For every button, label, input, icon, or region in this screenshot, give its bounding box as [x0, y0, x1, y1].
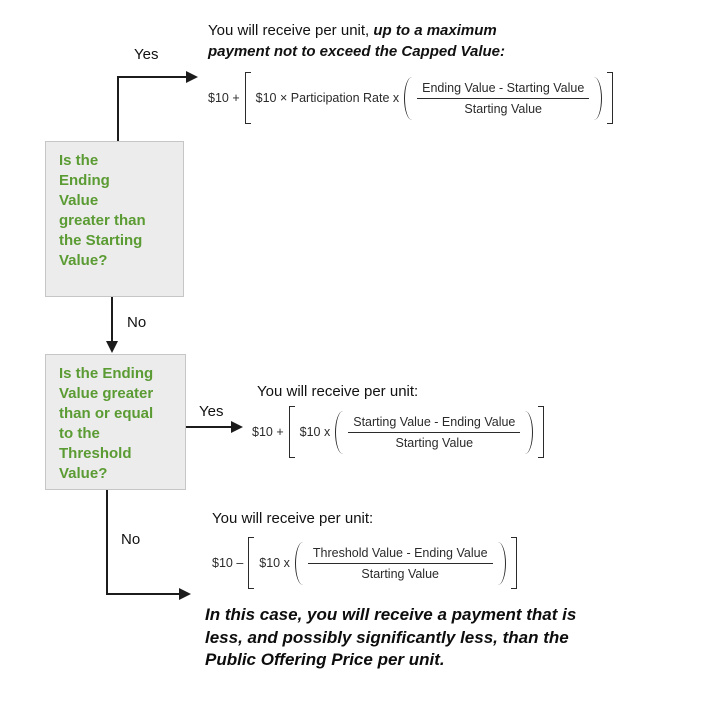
capped-caption-emphasis: up to a maximum payment not to exceed th…	[208, 22, 506, 60]
left-paren-icon	[335, 410, 343, 454]
right-paren-icon	[525, 410, 534, 454]
formula-threshold: $10 + $10 x Starting Value - Ending Valu…	[252, 406, 545, 458]
formula-capped: $10 + $10 × Participation Rate x Ending …	[208, 72, 614, 124]
arrowhead-right-icon	[179, 587, 191, 600]
fraction-denominator: Starting Value	[361, 566, 439, 581]
left-paren-icon	[294, 541, 303, 585]
formula-lead: $10 +	[252, 425, 284, 439]
decision-question-1: Is the Ending Value greater than the Sta…	[59, 152, 146, 270]
left-bracket-icon	[248, 537, 255, 589]
no-label-1: No	[127, 314, 147, 331]
yes-label-1: Yes	[134, 46, 159, 63]
formula-inner-term: $10 x	[299, 425, 331, 439]
decision-box-ending-vs-starting: Is the Ending Value greater than the Sta…	[45, 141, 184, 297]
arrowhead-right-icon	[186, 70, 198, 83]
connector-no2-vertical	[106, 490, 108, 595]
right-paren-icon	[594, 76, 603, 120]
fraction: Starting Value - Ending Value Starting V…	[348, 415, 521, 450]
arrowhead-down-icon	[105, 341, 118, 353]
right-bracket-icon	[538, 406, 545, 458]
left-paren-icon	[404, 76, 412, 120]
fraction-denominator: Starting Value	[464, 101, 543, 116]
arrowhead-right-icon	[231, 420, 243, 433]
decision-box-ending-vs-threshold: Is the Ending Value greater than or equa…	[45, 354, 186, 490]
capped-caption-normal: You will receive per unit,	[208, 22, 374, 39]
connector-no2-horizontal	[106, 593, 180, 595]
formula-inner-term: $10 x	[259, 556, 290, 570]
fraction: Threshold Value - Ending Value Starting …	[307, 546, 493, 581]
right-bracket-icon	[607, 72, 614, 124]
connector-yes2-horizontal	[186, 426, 232, 428]
threshold-branch-caption: You will receive per unit:	[257, 383, 419, 400]
formula-lead: $10 –	[212, 556, 244, 570]
left-bracket-icon	[244, 72, 251, 124]
left-bracket-icon	[288, 406, 295, 458]
decision-question-2: Is the Ending Value greater than or equa…	[59, 365, 154, 483]
fraction-numerator: Threshold Value - Ending Value	[307, 546, 493, 564]
below-branch-caption: You will receive per unit:	[212, 510, 374, 527]
fraction-numerator: Ending Value - Starting Value	[417, 81, 590, 99]
connector-yes1-vertical	[117, 77, 119, 141]
yes-label-2: Yes	[199, 403, 224, 420]
right-bracket-icon	[510, 537, 517, 589]
fraction: Ending Value - Starting Value Starting V…	[417, 81, 590, 116]
no-label-2: No	[121, 531, 141, 548]
formula-below-threshold: $10 – $10 x Threshold Value - Ending Val…	[212, 537, 517, 589]
formula-lead: $10 +	[208, 91, 240, 105]
connector-yes1-horizontal	[117, 76, 187, 78]
fraction-numerator: Starting Value - Ending Value	[348, 415, 521, 433]
loss-warning-text: In this case, you will receive a payment…	[205, 605, 577, 670]
connector-no1-vertical	[111, 297, 113, 343]
formula-inner-term: $10 × Participation Rate x	[255, 91, 400, 105]
capped-branch-caption: You will receive per unit, up to a maxim…	[208, 21, 546, 62]
right-paren-icon	[498, 541, 506, 585]
fraction-denominator: Starting Value	[395, 435, 474, 450]
